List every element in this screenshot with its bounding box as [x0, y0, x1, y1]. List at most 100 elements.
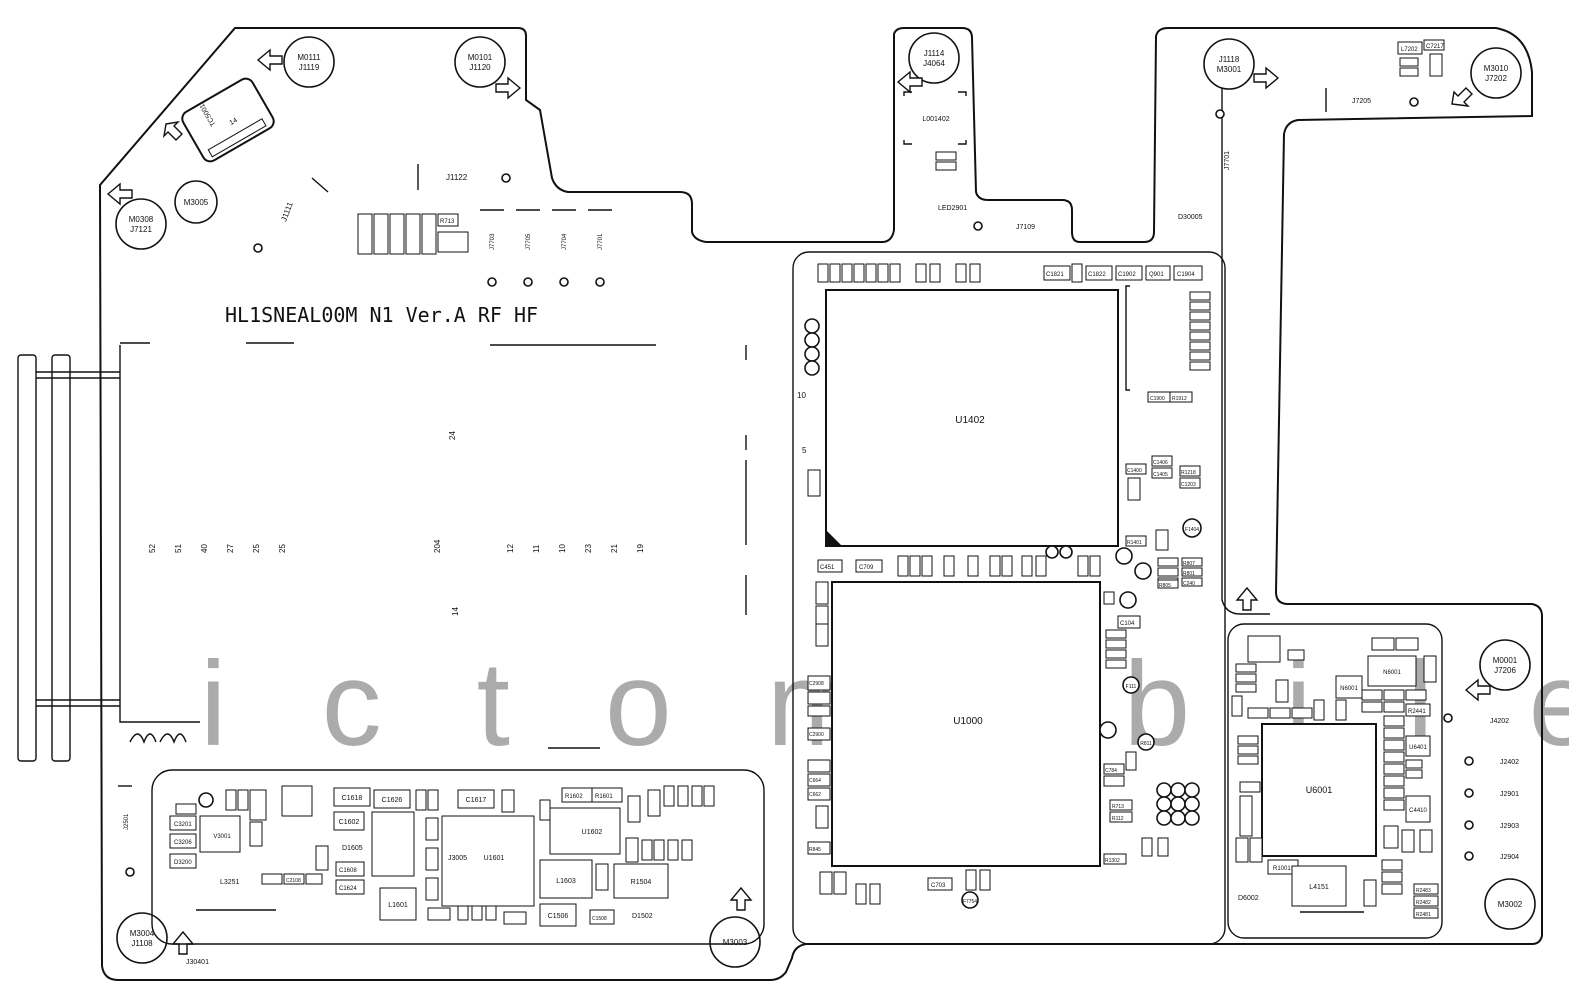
- component-label: C1508: [592, 916, 607, 922]
- hole-label: J4064: [923, 59, 945, 68]
- ic-label: U6001: [1306, 785, 1333, 795]
- u1000-right-parts: C104 F111 R811 C784 R713 R112 R1302: [1099, 591, 1200, 865]
- component-label: R1401: [1127, 540, 1142, 546]
- component-label: C1203: [1181, 482, 1196, 488]
- component-label: J2402: [1500, 759, 1519, 766]
- connector-frame: [119, 345, 200, 723]
- component-label: J7703: [490, 233, 496, 250]
- component-label: D1605: [342, 845, 363, 852]
- component-label: 14: [229, 117, 239, 127]
- component-label: J7704: [562, 233, 568, 250]
- component-label: U1602: [582, 829, 603, 836]
- component-label: R713: [440, 219, 455, 225]
- component-label: C1608: [339, 868, 357, 874]
- pin-label: 23: [584, 544, 593, 553]
- component-label: C1624: [339, 886, 357, 892]
- component-label: D30005: [1178, 214, 1203, 221]
- test-point: [253, 243, 263, 253]
- hole-label: M3005: [184, 198, 209, 207]
- hole-label: M0111: [297, 53, 321, 62]
- l7202-cluster: L7202 C7217: [1397, 39, 1445, 77]
- u1402-side-parts: C1900 R1912 C1406 C1405 C1400 R1218 C120…: [1115, 285, 1211, 589]
- component-label: N6001: [1340, 686, 1358, 692]
- component-label: L7202: [1401, 47, 1418, 53]
- mount-hole-m3010: M3010 J7202: [1470, 47, 1522, 99]
- component-label: L1603: [556, 878, 576, 885]
- pmic-parts: C3201 C3206 D3200 V3001 L3251 C2108 C161…: [169, 785, 715, 927]
- component-label: R811: [1140, 741, 1152, 747]
- hole-label: J1118: [1219, 55, 1240, 64]
- pin-label: 5: [802, 446, 807, 455]
- arrow-icon: [1253, 66, 1280, 90]
- component-label: C104: [1120, 621, 1135, 627]
- component-label: C1506: [548, 913, 569, 920]
- component-label: C1821: [1046, 272, 1064, 278]
- fpc-rail-2: [51, 354, 71, 762]
- hole-label: J7202: [1485, 74, 1507, 83]
- mount-hole-m0111: M0111 J1119: [283, 36, 335, 88]
- arrow-icon: [495, 76, 522, 100]
- board-outline: [98, 27, 1543, 981]
- hole-label: M3004: [130, 929, 155, 938]
- component-label: R2483: [1416, 888, 1431, 894]
- component-label: J7701: [598, 233, 604, 250]
- hole-label: J7121: [130, 225, 152, 234]
- hole-label: J1120: [469, 63, 491, 72]
- pin-label: 25: [252, 544, 261, 553]
- mount-hole-j1114: J1114 J4064: [908, 32, 960, 84]
- pin-label: 12: [506, 544, 515, 553]
- test-point: [501, 173, 511, 183]
- test-point: [973, 221, 983, 231]
- component-label: C2908: [809, 681, 824, 687]
- arrow-icon: [1451, 87, 1473, 107]
- component-label: L1601: [388, 902, 408, 909]
- pin-label: 24: [448, 431, 457, 440]
- pin-label: 40: [200, 544, 209, 553]
- component-label: D3200: [174, 860, 192, 866]
- mount-hole-m0001: M0001 J7206: [1479, 639, 1531, 691]
- arrow-icon: [896, 70, 923, 94]
- hole-label: J1119: [299, 63, 320, 72]
- component-label: R1218: [1181, 470, 1196, 476]
- component-label: J3005: [448, 855, 467, 862]
- pin-label: 10: [797, 391, 806, 400]
- component-label: L001402: [922, 116, 949, 123]
- component-label: R805: [1159, 583, 1171, 589]
- ic-u1402: U1402: [825, 289, 1119, 547]
- connector-pin-numbers: 52 51 40 27 25 25 204 12 11 10 23 21 19 …: [148, 391, 807, 616]
- component-label: J7705: [526, 233, 532, 250]
- component-label: R1912: [1172, 396, 1187, 402]
- pin-label: 51: [174, 544, 183, 553]
- flex-curl: [129, 733, 187, 744]
- mount-hole-j1118: J1118 M3001: [1203, 38, 1255, 90]
- hole-label: J7206: [1494, 666, 1516, 675]
- mount-hole-m3003: M3003: [709, 916, 761, 968]
- pin-label: 10: [558, 544, 567, 553]
- component-label: C1902: [1118, 272, 1136, 278]
- component-label: C1602: [339, 819, 360, 826]
- component-label: D6002: [1238, 895, 1259, 902]
- component-label: J7109: [1016, 224, 1035, 231]
- hole-label: M0001: [1493, 656, 1518, 665]
- component-label: C1405: [1153, 472, 1168, 478]
- u6001-parts: N6001 N6001 R2441 U6401 C4410: [1231, 635, 1453, 919]
- tc5001-module: TC5001 14: [181, 77, 275, 163]
- mount-hole-m3004: M3004 J1108: [116, 912, 168, 964]
- component-label: C1400: [1127, 468, 1142, 474]
- component-label: R801: [1183, 571, 1195, 577]
- component-label: J2901: [1500, 791, 1519, 798]
- component-label: D1502: [632, 913, 653, 920]
- ic-label: U1000: [953, 716, 983, 727]
- component-label: C1617: [466, 797, 487, 804]
- component-label: C7217: [1426, 44, 1444, 50]
- component-label: C1822: [1088, 272, 1106, 278]
- component-label: J2903: [1500, 823, 1519, 830]
- component-label: F1404: [1185, 527, 1199, 533]
- right-pads: J4202 J2402 J2901 J2903 J2904: [1464, 718, 1519, 861]
- tick: [311, 177, 329, 193]
- capacitor: [935, 161, 957, 171]
- board-title: HL1SNEAL00M N1 Ver.A RF HF: [225, 303, 538, 327]
- hole-label: J1108: [131, 939, 153, 948]
